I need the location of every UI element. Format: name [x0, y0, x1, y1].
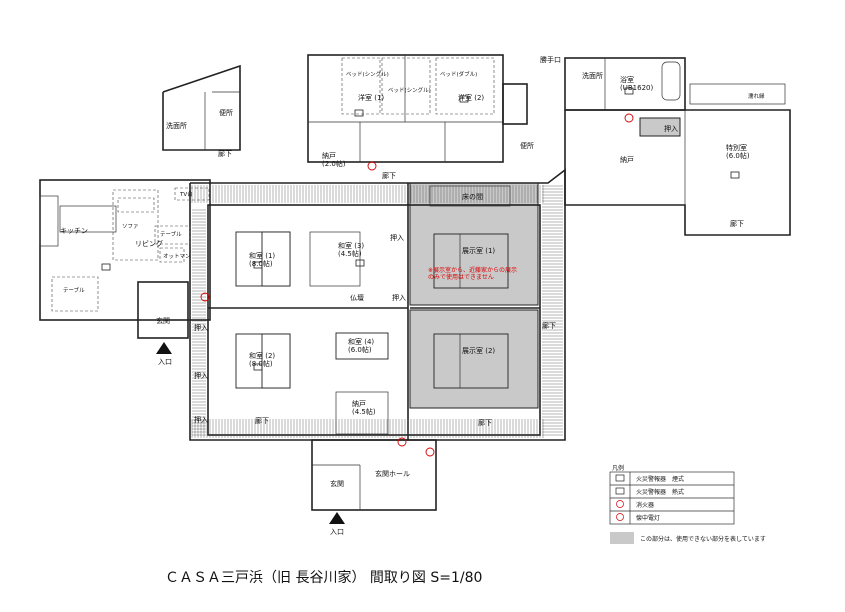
svg-text:洗面所: 洗面所 — [166, 121, 187, 130]
unusable-area-upper — [409, 182, 539, 306]
svg-text:濡れ縁: 濡れ縁 — [748, 92, 765, 100]
entrance-arrow-bottom — [329, 512, 345, 524]
svg-text:廊下: 廊下 — [218, 149, 232, 158]
legend-gray-note: この部分は、使用できない部分を表しています — [640, 535, 766, 543]
tenji2-label: 展示室 (2) — [462, 346, 495, 355]
kitchen-label: キッチン — [60, 227, 88, 235]
svg-text:ベッド(ダブル): ベッド(ダブル) — [440, 70, 477, 78]
svg-text:納戸: 納戸 — [620, 155, 634, 164]
genkan-hall-label: 玄関ホール — [375, 469, 410, 478]
legend-item-2: 消火器 — [636, 501, 654, 509]
svg-text:入口: 入口 — [330, 528, 344, 536]
genkan-hall-wall — [311, 439, 437, 511]
unusable-area-lower — [409, 309, 539, 409]
wash-left-wall — [162, 64, 241, 151]
svg-text:床の間: 床の間 — [462, 192, 483, 201]
legend-item-0: 火災警報器 煙式 — [636, 475, 684, 483]
legend-gray-swatch — [610, 532, 634, 544]
notice-text: ※展示室から、近藤家からの展示のみで使用はできません — [428, 266, 517, 281]
svg-text:廊下: 廊下 — [542, 321, 556, 330]
svg-text:洗面所: 洗面所 — [582, 71, 603, 80]
svg-text:納戸(4.5帖): 納戸(4.5帖) — [352, 399, 376, 416]
washitsu3-label: 和室 (3)(4.5帖) — [338, 241, 364, 258]
svg-text:オットマン: オットマン — [163, 253, 191, 260]
svg-text:テーブル: テーブル — [63, 286, 85, 294]
svg-text:入口: 入口 — [158, 358, 172, 366]
svg-text:廊下: 廊下 — [382, 171, 396, 180]
genkan-left-wall — [137, 281, 189, 339]
legend-title: 凡例 — [612, 464, 624, 472]
youshitsu1-label: 洋室 (1) — [358, 93, 384, 102]
svg-text:廊下: 廊下 — [730, 219, 744, 228]
svg-text:押入: 押入 — [194, 371, 208, 380]
svg-text:ソファ: ソファ — [122, 223, 139, 230]
tokubetsu-wall — [564, 109, 791, 236]
svg-text:納戸(2.0帖): 納戸(2.0帖) — [322, 151, 346, 168]
svg-text:押入: 押入 — [194, 323, 208, 332]
washitsu2-label: 和室 (2)(8.0帖) — [249, 351, 275, 368]
entrance-arrow-left — [156, 342, 172, 354]
legend: 凡例 火災警報器 煙式 火災警報器 熱式 消火器 懐中電灯 この部分は、使用でき… — [609, 464, 766, 544]
tenji1-label: 展示室 (1) — [462, 246, 495, 255]
svg-text:押入: 押入 — [392, 293, 406, 302]
svg-text:押入: 押入 — [194, 415, 208, 424]
svg-text:廊下: 廊下 — [478, 418, 492, 427]
svg-text:勝手口: 勝手口 — [540, 55, 561, 64]
svg-text:浴室(UB1620): 浴室(UB1620) — [620, 75, 653, 92]
legend-item-3: 懐中電灯 — [636, 514, 660, 522]
tokubetsu-label: 特別室(6.0帖) — [726, 143, 750, 160]
washitsu4-label: 和室 (4)(6.0帖) — [348, 337, 374, 354]
ldk-wall — [39, 179, 211, 321]
svg-text:TV台: TV台 — [179, 190, 193, 198]
engawa-wall — [189, 168, 566, 441]
svg-text:押入: 押入 — [390, 233, 404, 242]
plan-title: ＣＡＳＡ三戸浜（旧 長谷川家） 間取り図 S=1/80 — [165, 569, 482, 586]
svg-text:押入: 押入 — [664, 124, 678, 133]
engawa-hatch — [191, 185, 563, 438]
washitsu4-tatami — [335, 332, 389, 360]
svg-text:便所: 便所 — [219, 108, 233, 117]
living-label: リビング — [135, 239, 163, 248]
svg-text:ベッド(シングル): ベッド(シングル) — [346, 70, 389, 78]
svg-text:仏壇: 仏壇 — [350, 293, 364, 302]
smoke-detector-icons — [101, 87, 740, 371]
svg-text:テーブル: テーブル — [160, 230, 182, 238]
washitsu1-label: 和室 (1)(8.0帖) — [249, 251, 275, 268]
svg-text:便所: 便所 — [520, 141, 534, 150]
legend-item-1: 火災警報器 熱式 — [636, 488, 684, 496]
svg-text:玄関: 玄関 — [156, 316, 170, 325]
svg-text:廊下: 廊下 — [255, 416, 269, 425]
youshitsu2-label: 洋室 (2) — [458, 93, 484, 102]
svg-text:玄関: 玄関 — [330, 479, 344, 488]
extinguisher-icons — [200, 113, 634, 457]
svg-text:ベッド(シングル): ベッド(シングル) — [388, 86, 431, 94]
